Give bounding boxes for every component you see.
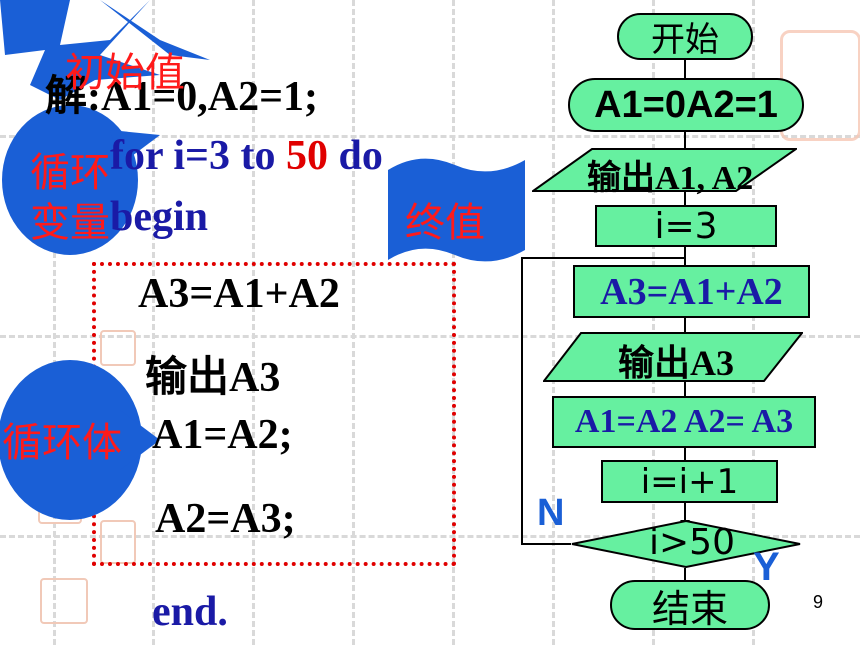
flowchart-output3-text: 输出A3 [618,343,734,383]
bg-gridline [552,0,555,645]
bg-gridline [752,0,755,645]
page-number: 9 [813,592,824,612]
flowchart-yes-label: Y [753,545,780,589]
bg-gridline [0,335,860,338]
code-body-line-2: 输出A3 [145,355,281,401]
watermark-seal [40,578,88,624]
code-do-keyword: do [327,133,383,179]
flowchart-condition-diamond: i>50 [571,520,801,568]
flowchart-condition-text: i>50 [649,522,735,563]
flowchart-no-label: N [537,492,565,534]
final-value-banner [388,158,525,262]
code-line-for: for i=3 to 50 do [110,132,383,180]
bg-gridline [53,0,56,645]
flowchart-step-sum: A3=A1+A2 [573,265,810,318]
bg-gridline [652,0,655,645]
flowchart-start: 开始 [617,13,753,60]
bg-gridline [252,0,255,645]
initial-value-bolt-shape [0,0,160,100]
loop-variable-ellipse-tail [110,130,160,165]
flowchart-increment: i=i+1 [601,460,778,503]
flowchart-init-box: A1=0A2=1 [568,78,804,132]
code-body-line-4: A2=A3; [155,496,296,542]
callout-initial-value: 初始值 [65,50,185,96]
flowchart-output3-parallelogram: 输出A3 [543,332,803,383]
callout-final-value: 终值 [405,200,485,246]
loop-body-ellipse-tail [120,410,160,470]
loop-variable-ellipse [2,105,138,255]
code-body-line-3: A1=A2; [152,412,293,458]
code-line-end: end. [152,589,228,635]
flowchart-end: 结束 [610,580,770,631]
flowchart-output-text: 输出A1, A2 [587,160,754,197]
flowchart-set-i: i=3 [595,205,777,247]
bg-gridline [0,135,860,138]
callout-loop-variable-1: 循环 [30,150,110,196]
code-line-begin: begin [110,194,209,240]
watermark-seal [100,330,136,366]
callout-loop-variable-2: 变量 [30,200,110,246]
flowchart-shift: A1=A2 A2= A3 [552,396,816,448]
flowchart-output-parallelogram: 输出A1, A2 [532,148,797,197]
code-line-init: 解:A1=0,A2=1; [45,74,319,120]
loop-body-ellipse [0,360,142,520]
bg-gridline [0,535,860,538]
bg-gridline [352,0,355,645]
code-for-keyword: for i=3 to [110,133,286,179]
code-body-line-1: A3=A1+A2 [138,271,340,317]
callout-loop-body: 循环体 [2,420,122,466]
code-final-value: 50 [285,133,328,179]
bg-gridline [152,0,155,645]
